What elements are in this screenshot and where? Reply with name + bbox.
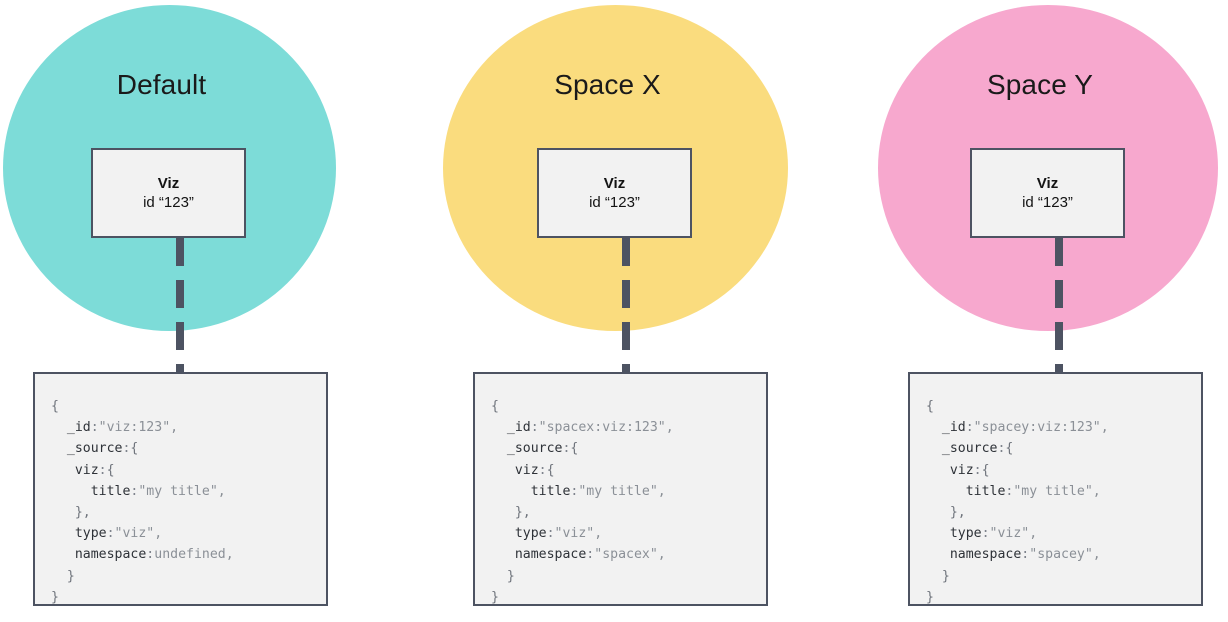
- code-text: { _id:"spacey:viz:123", _source:{ viz:{ …: [926, 399, 1109, 605]
- viz-node-space-x: Viz id “123”: [537, 148, 692, 238]
- dash-segment: [1055, 280, 1063, 308]
- code-block-space-y: { _id:"spacey:viz:123", _source:{ viz:{ …: [908, 372, 1203, 606]
- dash-segment: [622, 238, 630, 266]
- code-text: { _id:"viz:123", _source:{ viz:{ title:"…: [51, 399, 234, 605]
- space-panel-space-y: Space Y Viz id “123” { _id:"spacey:viz:1…: [870, 0, 1228, 622]
- dashed-connector-default: [176, 238, 184, 372]
- viz-node-default: Viz id “123”: [91, 148, 246, 238]
- dash-segment: [1055, 322, 1063, 350]
- dash-segment: [622, 364, 630, 372]
- space-title-space-y: Space Y: [986, 69, 1094, 100]
- space-title-default: Default: [116, 69, 207, 100]
- code-text: { _id:"spacex:viz:123", _source:{ viz:{ …: [491, 399, 674, 605]
- dash-segment: [176, 364, 184, 372]
- dash-segment: [1055, 364, 1063, 372]
- viz-node-title: Viz: [603, 174, 626, 192]
- space-panel-default: Default Viz id “123” { _id:"viz:123", _s…: [0, 0, 355, 622]
- space-panel-space-x: Space X Viz id “123” { _id:"spacex:viz:1…: [435, 0, 795, 622]
- dash-segment: [176, 280, 184, 308]
- dash-segment: [176, 238, 184, 266]
- viz-node-id: id “123”: [589, 193, 640, 211]
- code-block-space-x: { _id:"spacex:viz:123", _source:{ viz:{ …: [473, 372, 768, 606]
- dash-segment: [1055, 238, 1063, 266]
- space-title-space-x: Space X: [554, 69, 661, 100]
- viz-node-title: Viz: [157, 174, 180, 192]
- code-block-default: { _id:"viz:123", _source:{ viz:{ title:"…: [33, 372, 328, 606]
- dash-segment: [622, 322, 630, 350]
- dash-segment: [176, 322, 184, 350]
- viz-node-id: id “123”: [1022, 193, 1073, 211]
- viz-node-title: Viz: [1036, 174, 1059, 192]
- dashed-connector-space-x: [622, 238, 630, 372]
- dash-segment: [622, 280, 630, 308]
- viz-node-id: id “123”: [143, 193, 194, 211]
- viz-node-space-y: Viz id “123”: [970, 148, 1125, 238]
- dashed-connector-space-y: [1055, 238, 1063, 372]
